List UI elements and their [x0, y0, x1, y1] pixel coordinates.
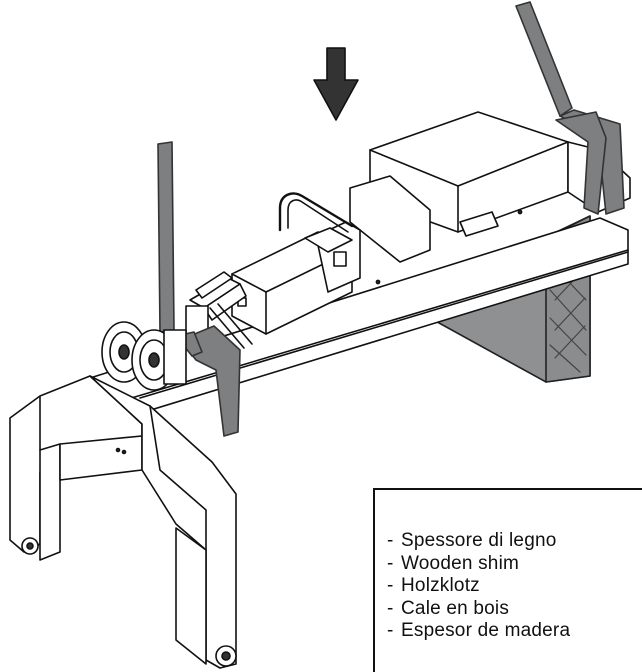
- legend-item-french: -Cale en bois: [387, 597, 510, 619]
- wheel-assembly: [101, 321, 187, 391]
- legend-item-spanish: -Espesor de madera: [387, 620, 571, 641]
- legend-box: -Spessore di legno -Wooden shim -Holzklo…: [373, 488, 642, 672]
- down-arrow-icon: [313, 47, 359, 121]
- front-frame-left: [9, 375, 143, 561]
- legend-item-german: -Holzklotz: [387, 575, 480, 596]
- legend-list: -Spessore di legno -Wooden shim -Holzklo…: [387, 530, 570, 643]
- front-frame-right: [89, 375, 237, 669]
- right-strap: [515, 1, 625, 215]
- legend-item-italian: -Spessore di legno: [387, 530, 557, 551]
- legend-item-english: -Wooden shim: [387, 552, 520, 574]
- handle: [278, 192, 354, 253]
